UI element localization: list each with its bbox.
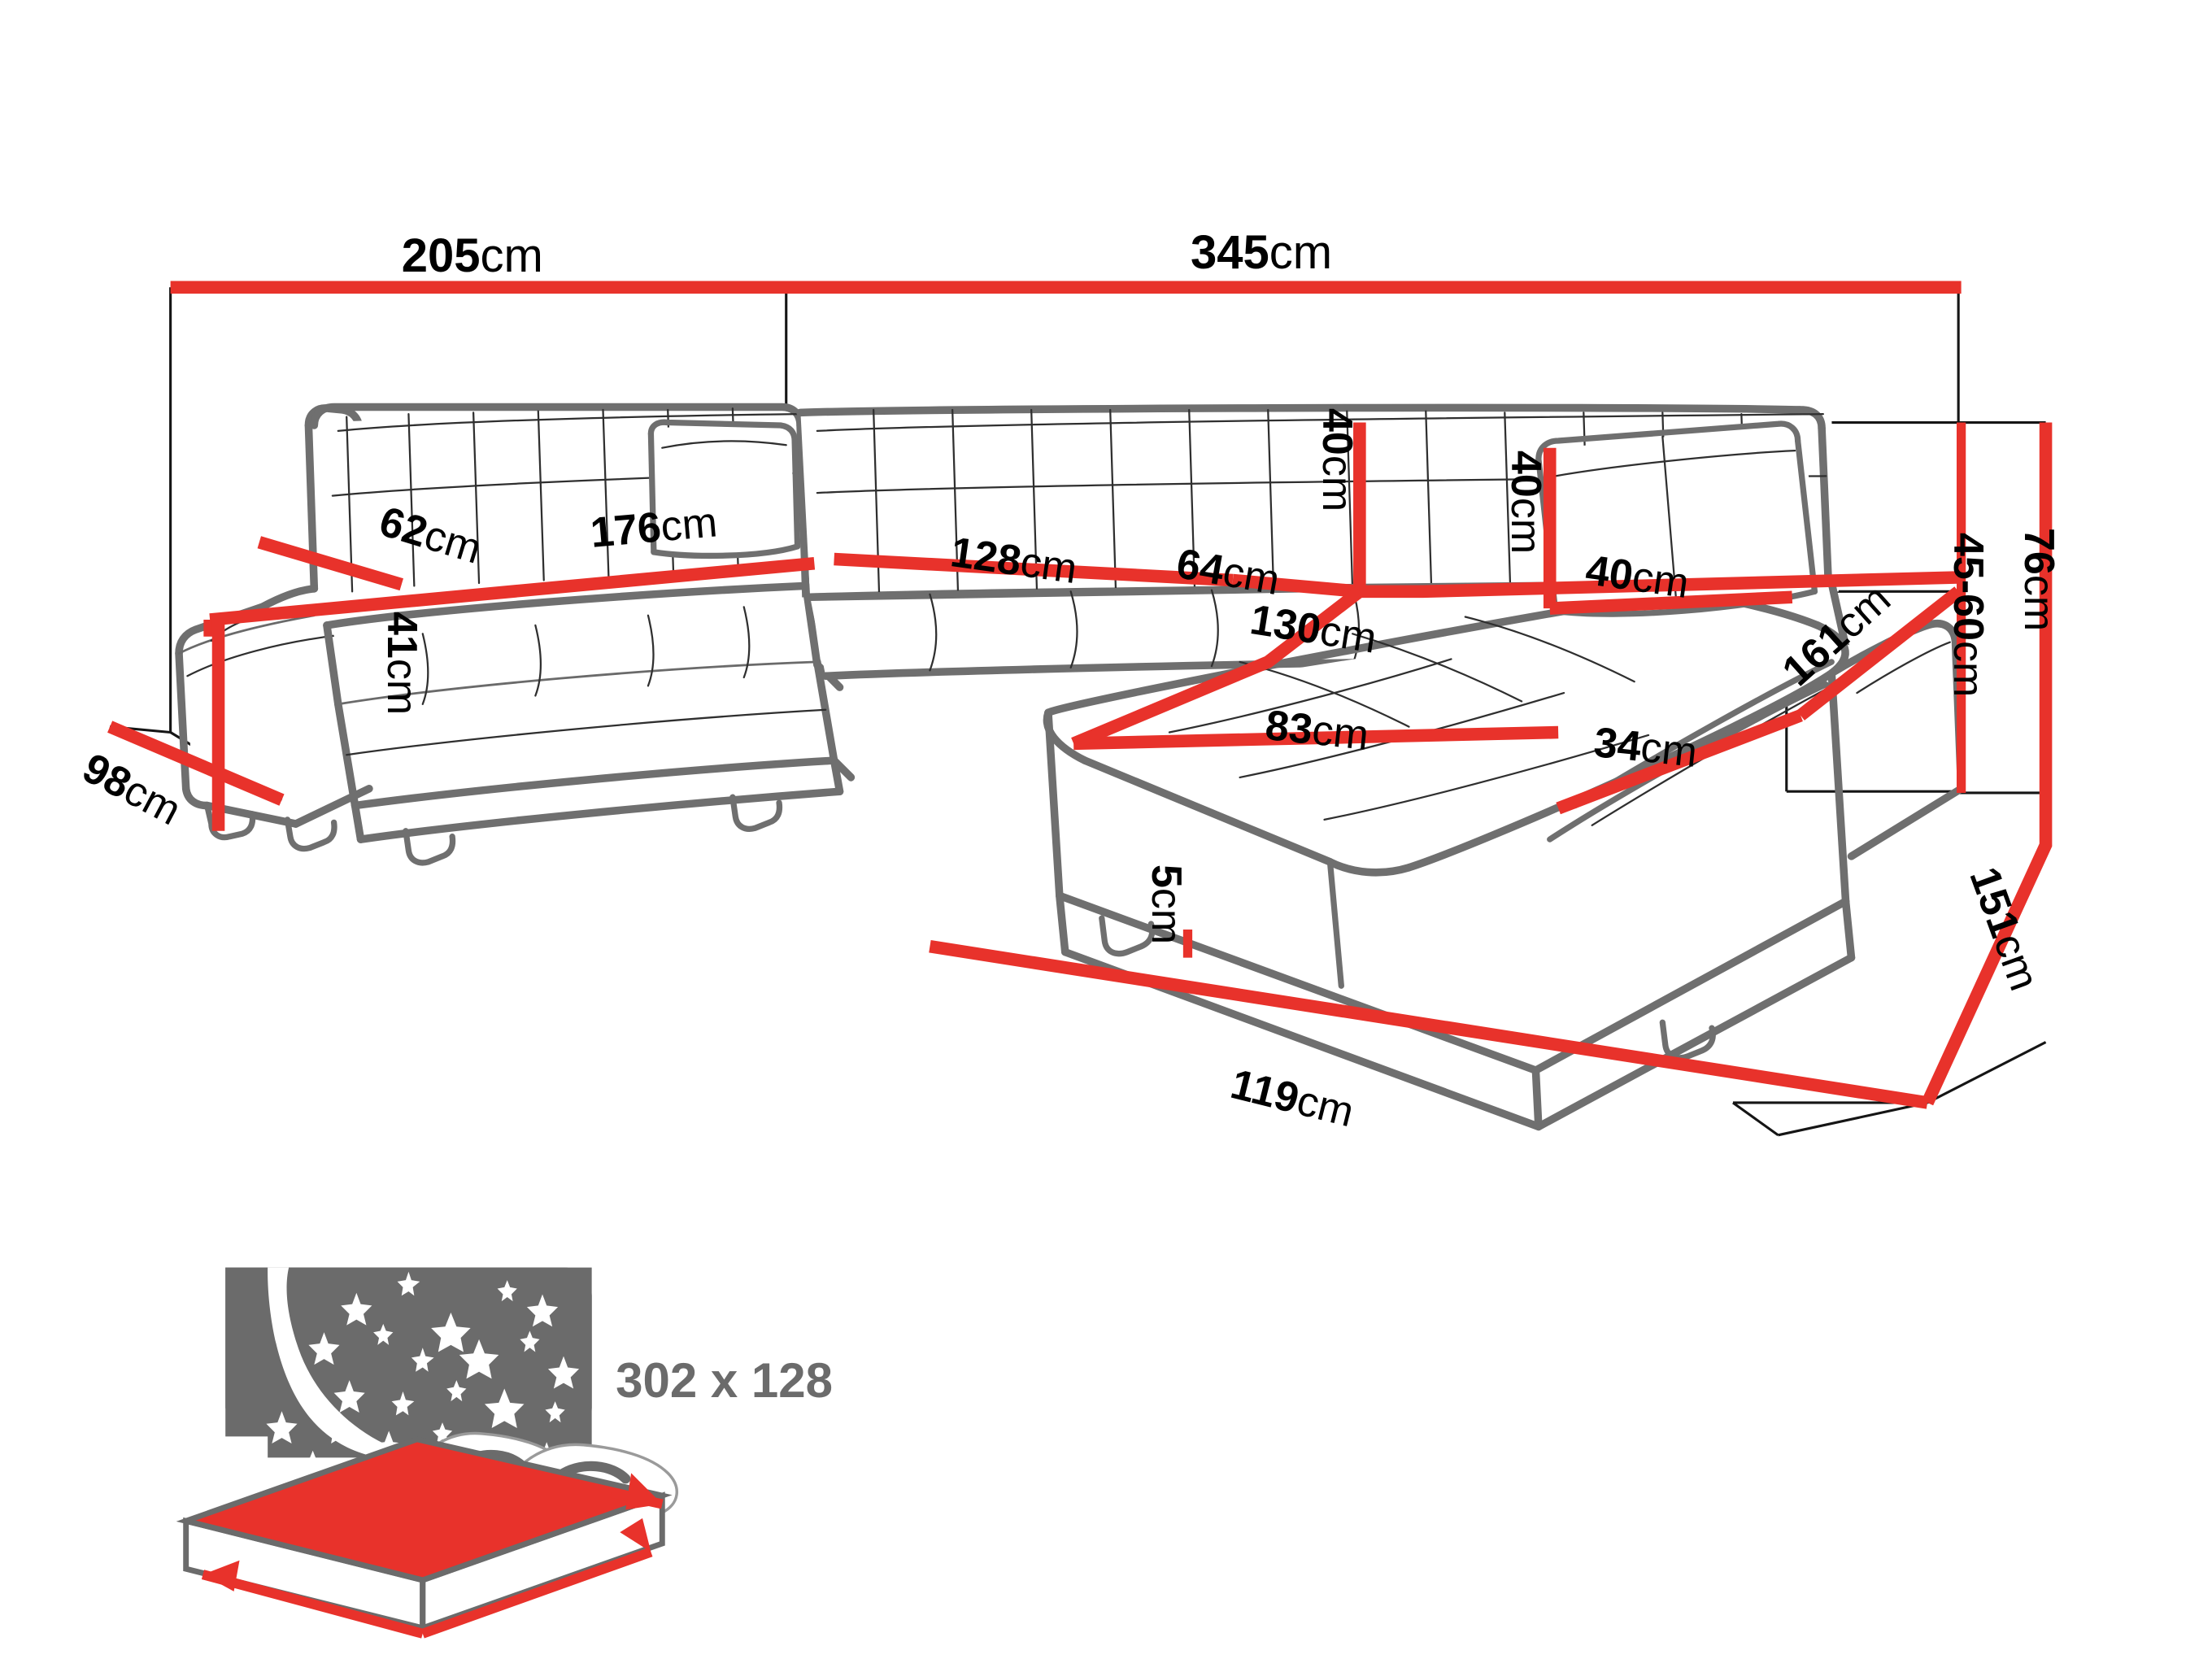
starry-night-sky xyxy=(225,1267,592,1497)
sleep-function-icon xyxy=(176,1267,679,1639)
bed-size-label: 302 x 128 xyxy=(616,1352,834,1408)
sofa-right-chaise xyxy=(1043,420,1966,1131)
red-dimension-lines xyxy=(107,281,2053,1109)
red-mattress xyxy=(176,1436,673,1632)
crescent-moon xyxy=(268,1267,423,1460)
bed-dimension-arrows xyxy=(201,1473,664,1639)
